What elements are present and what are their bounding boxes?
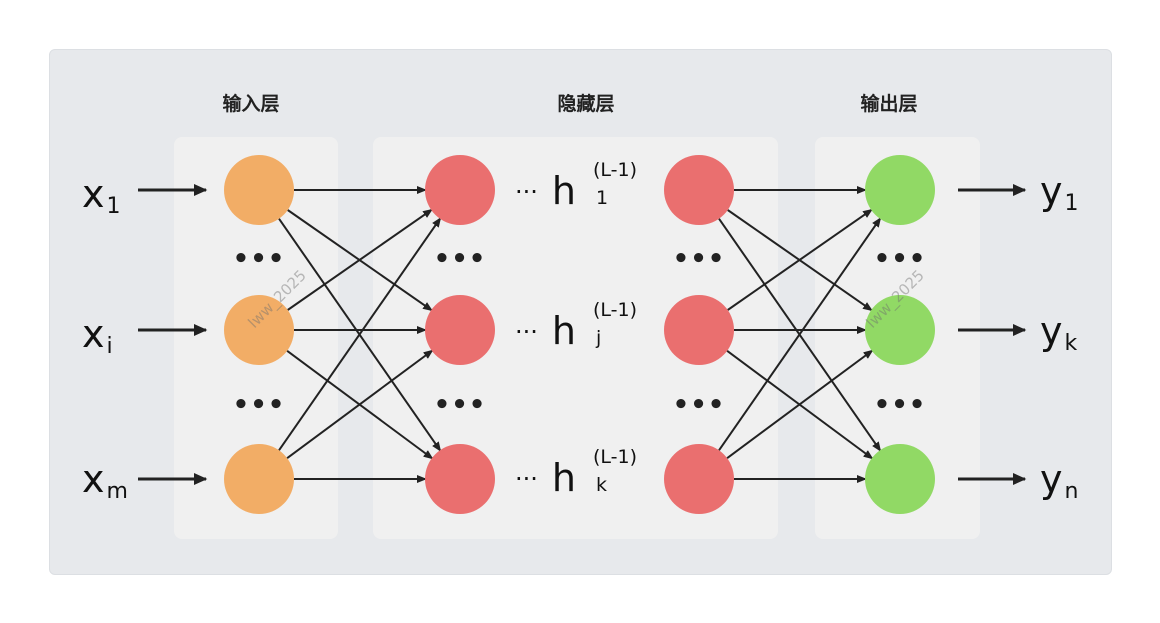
input-label-m: xm	[82, 460, 128, 503]
hidden-label-k: ··· h (L-1) k	[515, 448, 637, 500]
input-node-1	[224, 155, 294, 225]
hidden-node-right-k	[664, 444, 734, 514]
input-label-m-base: x	[82, 457, 105, 501]
hidden-layer-title: 隐藏层	[557, 93, 615, 115]
input-label-1-base: x	[82, 172, 105, 216]
output-label-n-base: y	[1040, 457, 1063, 501]
output-label-n-sub: n	[1064, 479, 1079, 504]
hidden-right-ellipsis-upper: •••	[672, 244, 726, 274]
input-hidden-edge-2-0	[278, 217, 442, 451]
output-label-k: yk	[1040, 312, 1077, 355]
hidden-node-left-k	[425, 444, 495, 514]
hidden-left-ellipsis-upper: •••	[433, 244, 487, 274]
output-label-1-sub: 1	[1064, 191, 1079, 216]
hidden-node-left-1	[425, 155, 495, 225]
input-label-m-sub: m	[106, 479, 128, 504]
hidden-label-1-base: h	[551, 169, 576, 213]
hidden-label-1-sub: 1	[596, 187, 609, 209]
input-label-1-sub: 1	[106, 194, 121, 219]
hidden-label-1-sup: (L-1)	[593, 159, 638, 181]
hidden-output-edge-2-1	[726, 349, 874, 459]
hidden-label-j: ··· h (L-1) j	[515, 301, 637, 353]
hidden-left-ellipsis-lower: •••	[433, 390, 487, 420]
input-layer-title: 输入层	[222, 93, 280, 115]
output-label-1: y1	[1040, 172, 1079, 215]
hidden-output-edge-2-0	[718, 217, 882, 451]
hidden-right-ellipsis-lower: •••	[672, 390, 726, 420]
input-node-m	[224, 444, 294, 514]
hidden-label-1: ··· h (L-1) 1	[515, 161, 637, 213]
hidden-node-right-j	[664, 295, 734, 365]
hidden-label-j-dots: ···	[515, 318, 538, 346]
output-node-k	[865, 295, 935, 365]
output-node-n	[865, 444, 935, 514]
output-label-n: yn	[1040, 460, 1078, 503]
input-hidden-edge-1-0	[287, 208, 433, 311]
hidden-label-j-sup: (L-1)	[593, 299, 638, 321]
output-label-k-base: y	[1040, 309, 1063, 353]
hidden-label-j-sub: j	[596, 327, 602, 349]
input-label-i-sub: i	[106, 334, 113, 359]
hidden-label-1-dots: ···	[515, 178, 538, 206]
output-ellipsis-lower: •••	[873, 390, 927, 420]
hidden-output-edge-1-0	[727, 208, 873, 311]
input-node-i	[224, 295, 294, 365]
output-label-k-sub: k	[1064, 331, 1078, 356]
input-label-1: x1	[82, 175, 121, 218]
hidden-label-k-sup: (L-1)	[593, 446, 638, 468]
input-label-i: xi	[82, 315, 113, 358]
input-ellipsis-upper: •••	[232, 244, 286, 274]
hidden-node-right-1	[664, 155, 734, 225]
input-hidden-edge-2-1	[286, 349, 434, 459]
input-ellipsis-lower: •••	[232, 390, 286, 420]
hidden-label-j-base: h	[551, 309, 576, 353]
input-label-i-base: x	[82, 312, 105, 356]
output-ellipsis-upper: •••	[873, 244, 927, 274]
output-layer-title: 输出层	[860, 93, 918, 115]
hidden-node-left-j	[425, 295, 495, 365]
output-label-1-base: y	[1040, 169, 1063, 213]
hidden-label-k-sub: k	[596, 474, 608, 496]
hidden-label-k-base: h	[551, 456, 576, 500]
hidden-label-k-dots: ···	[515, 465, 538, 493]
output-node-1	[865, 155, 935, 225]
